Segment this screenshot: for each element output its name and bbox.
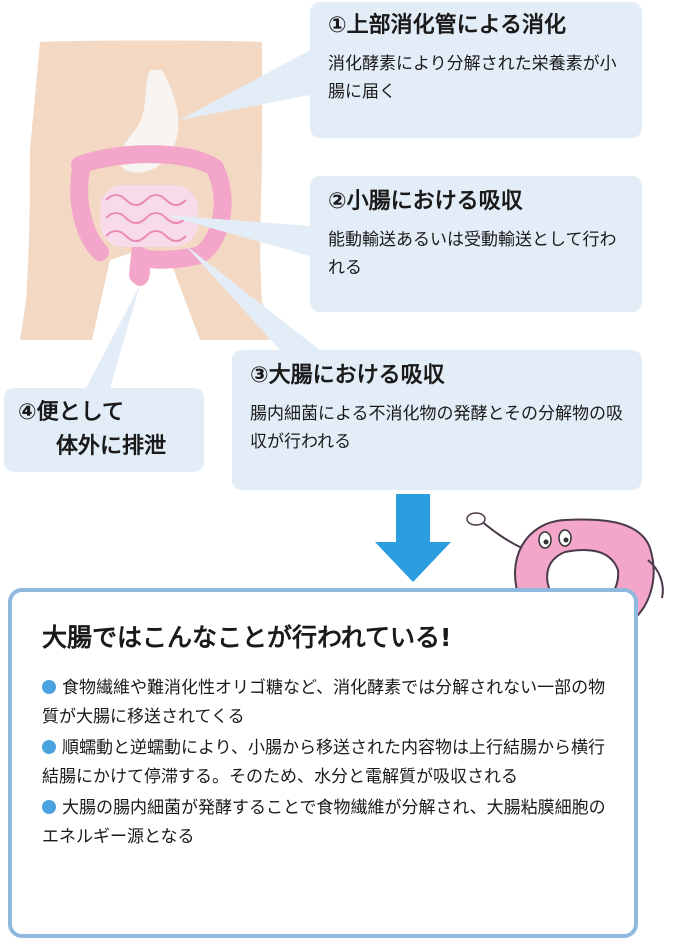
bullet-dot-icon: [42, 800, 56, 814]
step-4-title-line2: 体外に排泄: [56, 434, 167, 459]
bullet-dot-icon: [42, 740, 56, 754]
step-2-text: 能動輸送あるいは受動輸送として行われる: [328, 230, 617, 278]
summary-bullet: 大腸の腸内細菌が発酵することで食物繊維が分解され、大腸粘膜細胞のエネルギー源とな…: [42, 794, 616, 852]
summary-bullet: 順蠕動と逆蠕動により、小腸から移送された内容物は上行結腸から横行結腸にかけて停滞…: [42, 734, 616, 792]
callout-step-1: ①上部消化管による消化 消化酵素により分解された栄養素が小腸に届く: [310, 2, 642, 138]
step-4-title: ④便として 体外に排泄: [18, 396, 190, 464]
summary-panel: 大腸ではこんなことが行われている! 食物繊維や難消化性オリゴ糖など、消化酵素では…: [8, 588, 638, 938]
down-arrow-icon: [375, 494, 451, 582]
step-3-title: ③大腸における吸収: [250, 363, 445, 388]
summary-bullet-text: 順蠕動と逆蠕動により、小腸から移送された内容物は上行結腸から横行結腸にかけて停滞…: [42, 738, 605, 787]
step-4-title-line1: ④便として: [18, 400, 124, 425]
callout-step-2: ②小腸における吸収 能動輸送あるいは受動輸送として行われる: [310, 176, 642, 312]
summary-bullet-text: 大腸の腸内細菌が発酵することで食物繊維が分解され、大腸粘膜細胞のエネルギー源とな…: [42, 798, 606, 847]
summary-bullet-text: 食物繊維や難消化性オリゴ糖など、消化酵素では分解されない一部の物質が大腸に移送さ…: [42, 678, 606, 727]
summary-title: 大腸ではこんなことが行われている!: [42, 623, 452, 652]
summary-bullet: 食物繊維や難消化性オリゴ糖など、消化酵素では分解されない一部の物質が大腸に移送さ…: [42, 674, 616, 732]
step-3-text: 腸内細菌による不消化物の発酵とその分解物の吸収が行われる: [250, 404, 623, 452]
callout-step-4: ④便として 体外に排泄: [4, 388, 204, 472]
callout-step-3: ③大腸における吸収 腸内細菌による不消化物の発酵とその分解物の吸収が行われる: [232, 350, 642, 490]
step-1-title: ①上部消化管による消化: [328, 13, 566, 38]
step-2-title: ②小腸における吸収: [328, 189, 523, 214]
bullet-dot-icon: [42, 680, 56, 694]
step-1-text: 消化酵素により分解された栄養素が小腸に届く: [328, 54, 617, 102]
